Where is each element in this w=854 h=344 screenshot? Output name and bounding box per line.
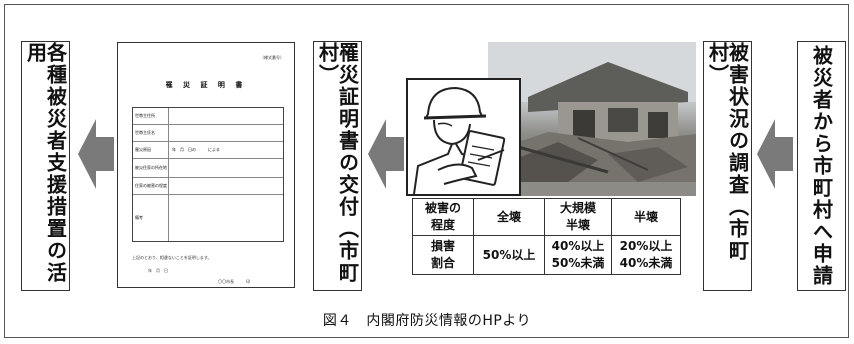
left-arrow-icon [78,119,114,189]
inspector-illustration [406,78,521,196]
form-row-label: 備考 [133,195,169,241]
table-header-cell: 全壊 [473,198,545,236]
table-cell-line: 50%未満 [551,256,605,270]
table-cell-line: 割合 [430,256,455,270]
damage-survey-box: 被害状況の調査（市町村） [703,41,752,291]
table-cell-line: 大規模 [559,201,596,215]
table-cell: 50%以上 [473,235,545,275]
figure-frame [4,4,849,338]
form-row-value: 年 月 日の による [172,147,220,152]
table-cell-line: 損害 [430,239,455,253]
doc-date-line: 年 月 日 [148,268,168,273]
form-row-label: 世帯主住所 [133,108,169,124]
support-measures-box: 各種被災者支援措置の活用 [21,41,70,291]
certificate-issue-label: 罹災証明書の交付（市町村） [315,42,360,284]
left-arrow-icon [757,119,793,189]
table-cell-line: 40%未満 [619,256,673,270]
table-cell: 損害割合 [412,235,474,275]
disaster-certificate-document: （様式番号） 罹 災 証 明 書 世帯主住所 世帯主氏名 罹災原因 年 月 日の… [117,42,295,288]
table-cell-line: 程度 [430,218,455,232]
certificate-issue-box: 罹災証明書の交付（市町村） [313,41,362,291]
form-row: 世帯主住所 [133,108,283,125]
table-header-cell: 半壊 [611,198,681,236]
inspector-with-clipboard-icon [413,86,506,195]
left-arrow-icon [368,119,404,189]
damage-survey-label: 被害状況の調査（市町村） [705,42,750,262]
table-cell: 20%以上 40%未満 [611,235,681,275]
table-header-cell: 被害の程度 [412,198,474,236]
form-row-label: 住家の被害の程度 [133,178,169,194]
doc-corner-note: （様式番号） [260,55,284,60]
form-row: 住家の被害の程度 [133,178,283,195]
doc-signer: 〇〇市長 印 [218,279,250,284]
doc-title: 罹 災 証 明 書 [165,81,247,89]
form-row-label: 罹災原因 [133,142,169,158]
form-row: 被災住家の所在地 [133,159,283,178]
application-label: 被災者から市町村へ申請 [809,45,834,287]
table-row: 被害の程度 全壊 大規模半壊 半壊 [412,198,681,236]
table-cell-line: 半壊 [565,218,590,232]
application-box: 被災者から市町村へ申請 [797,41,846,291]
form-row: 世帯主氏名 [133,125,283,142]
form-row: 罹災原因 年 月 日の による [133,142,283,159]
damaged-house-icon [488,42,696,196]
support-measures-label: 各種被災者支援措置の活用 [23,42,68,284]
figure-caption: 図４ 内閣府防災情報のHPより [322,313,532,329]
form-row-label: 被災住家の所在地 [133,159,169,177]
certificate-form: 世帯主住所 世帯主氏名 罹災原因 年 月 日の による 被災住家の所在地 住家の… [132,107,284,242]
table-cell-line: 20%以上 [619,239,673,253]
table-cell-line: 40%以上 [551,239,605,253]
doc-footer-text: 上記のとおり、相違ないことを証明します。 [132,255,212,260]
table-header-cell: 大規模半壊 [544,198,612,236]
form-row-label: 世帯主氏名 [133,125,169,141]
table-row: 損害割合 50%以上 40%以上 50%未満 20%以上 40%未満 [412,235,681,275]
damaged-house-photo [488,42,696,196]
table-cell: 40%以上 50%未満 [544,235,612,275]
form-row: 備考 [133,195,283,241]
table-cell-line: 被害の [424,201,461,215]
